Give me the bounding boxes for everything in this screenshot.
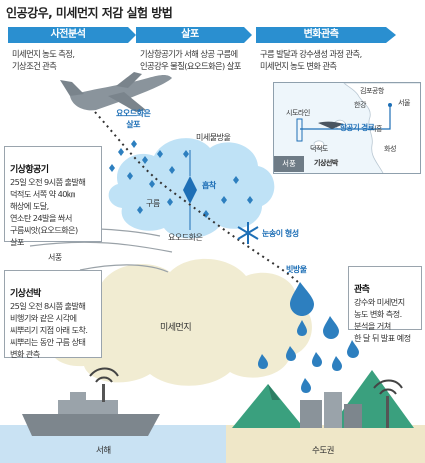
step-arrow-2 <box>244 27 252 43</box>
west-wind-label: 서풍 <box>48 253 62 262</box>
observation-heading: 관측 <box>354 285 370 295</box>
snow-crystal-label: 눈송이 형성 <box>262 229 299 238</box>
step-arrows <box>128 27 396 43</box>
map-hwaseong-label: 화성 <box>384 145 396 153</box>
iodide-spray-label: 요오드화은 살포 <box>116 109 151 129</box>
silver-iodide-label: 요오드화은 <box>168 233 203 242</box>
fine-dust-label: 미세먼지 <box>160 323 192 333</box>
step-1-desc: 미세먼지 농도 측정, 기상조건 관측 <box>12 49 75 71</box>
observation-box: 관측 강수와 미세먼지 농도 변화 측정. 분석을 거쳐 한 달 뒤 발표 예정 <box>348 266 422 343</box>
observation-body: 강수와 미세먼지 농도 변화 측정. 분석을 거쳐 한 달 뒤 발표 예정 <box>354 297 411 343</box>
ship-icon <box>22 367 160 436</box>
step-arrow-1 <box>128 27 136 43</box>
map-seoul-label: 서울 <box>398 99 410 107</box>
fine-drops-label: 미세물방울 <box>196 133 231 142</box>
iodide-particles <box>109 140 253 218</box>
aircraft-info-body: 25일 오전 9시쯤 출발해 덕적도 서쪽 약 40㎞ 해상에 도달, 연소탄 … <box>10 177 86 247</box>
ship-info-body: 25일 오전 8시쯤 출발해 비행기와 같은 시각에 씨뿌리기 지점 아래 도착… <box>10 301 88 359</box>
map-deokjeok-label: 덕적도 <box>310 145 328 153</box>
ship-info-box: 기상선박 25일 오전 8시쯤 출발해 비행기와 같은 시각에 씨뿌리기 지점 … <box>4 270 102 359</box>
capital-area-label: 수도권 <box>312 446 334 456</box>
raindrops <box>258 282 359 393</box>
aircraft-icon <box>60 72 172 112</box>
capital-ground <box>226 425 425 463</box>
raindrops-label: 빗방울 <box>286 265 307 274</box>
map-sido-label: 시도라인 <box>286 109 310 117</box>
step-3-desc: 구름 발달과 강수생성 과정 관측, 미세먼지 농도 변화 관측 <box>260 49 362 71</box>
adhesion-crystal <box>183 176 197 204</box>
snowflake-icon <box>237 222 259 244</box>
adhesion-label: 흡착 <box>202 181 216 190</box>
aircraft-info-heading: 기상항공기 <box>10 165 49 175</box>
cloud-label: 구름 <box>146 199 160 208</box>
flight-trail <box>94 111 301 285</box>
page-title: 인공강우, 미세먼지 저감 실험 방법 <box>6 6 173 20</box>
step-2-desc: 기상항공기가 서해 상공 구름에 인공강우 물질(요오드화은) 살포 <box>140 49 241 71</box>
map-west-wind-tag: 서풍 <box>274 156 304 172</box>
step-arrow-3 <box>386 27 396 43</box>
map-hangang-label: 한강 <box>354 101 366 109</box>
step-3-label: 변화관측 <box>256 27 386 43</box>
capital-scene <box>232 370 414 428</box>
ship-info-heading: 기상선박 <box>10 289 41 299</box>
map-siheung-label: 시흥 <box>370 125 382 133</box>
step-2-label: 살포 <box>136 27 244 43</box>
map-flight-path-label: 항공기 경로 <box>340 123 375 132</box>
step-1-label: 사전분석 <box>8 27 128 43</box>
map-airport-label: 김포공항 <box>360 87 384 95</box>
map-svg <box>274 83 420 173</box>
aircraft-info-box: 기상항공기 25일 오전 9시쯤 출발해 덕적도 서쪽 약 40㎞ 해상에 도달… <box>4 146 102 247</box>
map-ship-label: 기상선박 <box>314 159 338 167</box>
fine-dust-cloud <box>49 258 312 386</box>
west-sea-label: 서해 <box>96 446 111 456</box>
